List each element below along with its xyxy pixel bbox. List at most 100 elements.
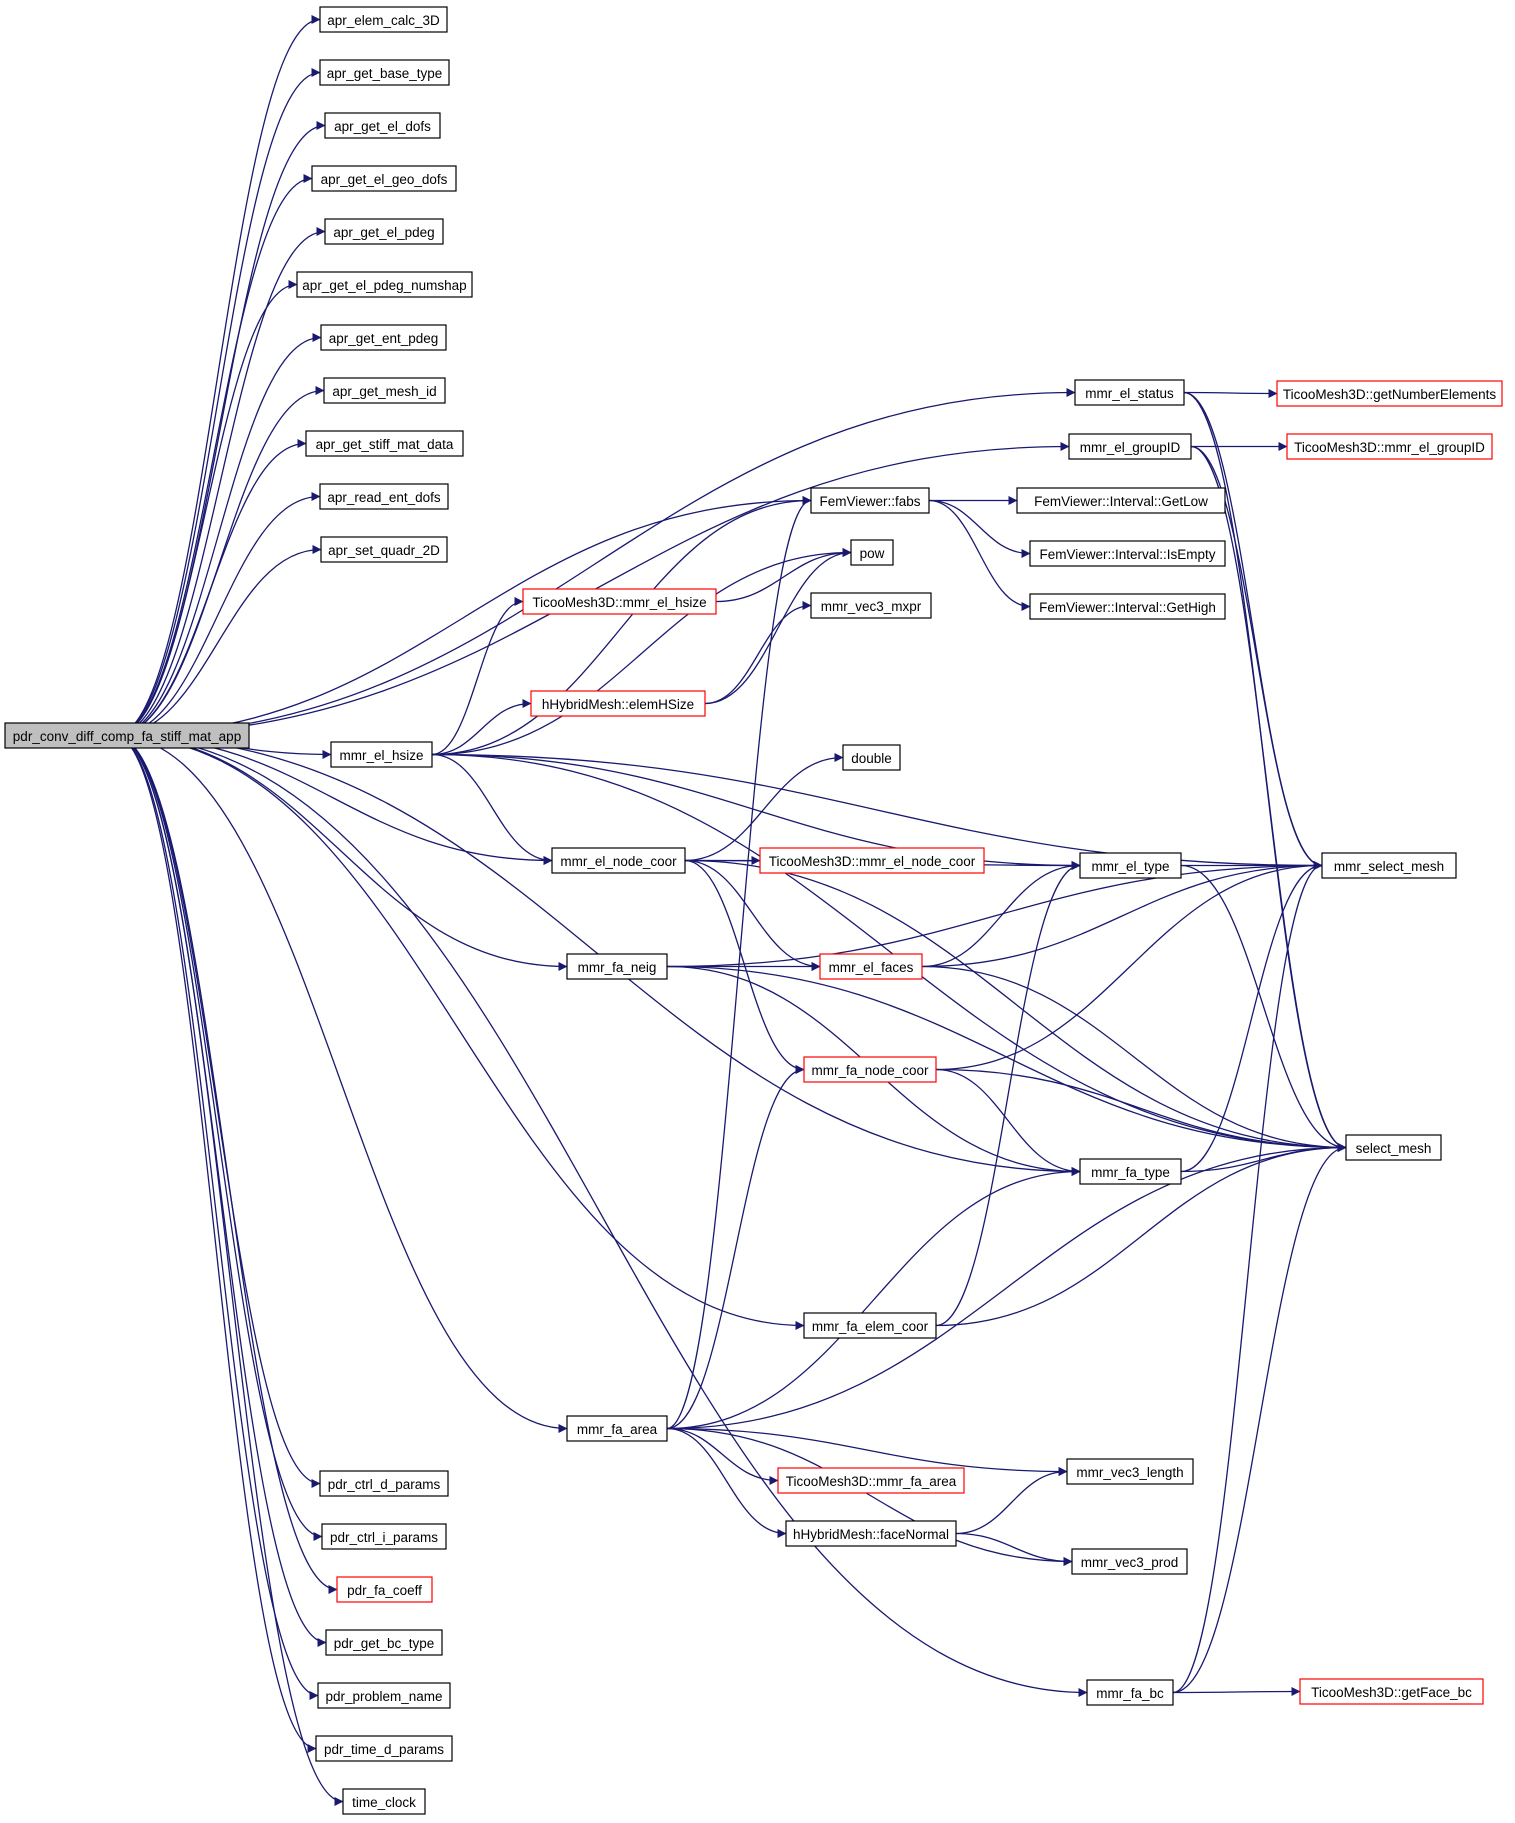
node-box: [810, 592, 932, 619]
node-mmr-select-mesh[interactable]: mmr_select_mesh: [1321, 852, 1457, 879]
edge-mmr-fa-area-to-fabs: [666, 496, 812, 1430]
node-apr-get-mesh-id[interactable]: apr_get_mesh_id: [323, 377, 446, 404]
node-interval-getlow[interactable]: FemViewer::Interval::GetLow: [1016, 487, 1226, 514]
node-mmr-vec3-prod[interactable]: mmr_vec3_prod: [1071, 1548, 1188, 1575]
node-box: [1079, 1158, 1182, 1185]
node-box: [777, 1467, 965, 1494]
node-apr-get-el-pdeg-numshap[interactable]: apr_get_el_pdeg_numshap: [296, 271, 473, 298]
node-mmr-fa-area[interactable]: mmr_fa_area: [566, 1415, 668, 1442]
node-ticoo-el-node-coor[interactable]: TicooMesh3D::mmr_el_node_coor: [759, 847, 985, 874]
edge-fabs-to-interval-gethigh: [928, 499, 1031, 611]
node-mmr-vec3-length[interactable]: mmr_vec3_length: [1066, 1458, 1194, 1485]
edge-root-to-pdr-fa-coeff: [114, 734, 338, 1594]
edge-root-to-pdr-time-d-params: [114, 734, 317, 1753]
node-pow[interactable]: pow: [850, 539, 894, 566]
node-apr-get-el-geo-dofs[interactable]: apr_get_el_geo_dofs: [311, 165, 457, 192]
node-mmr-fa-neig[interactable]: mmr_fa_neig: [566, 953, 668, 980]
node-ticoo-fa-area[interactable]: TicooMesh3D::mmr_fa_area: [777, 1467, 965, 1494]
edge-root-to-apr-get-el-pdeg: [114, 227, 326, 737]
node-box: [1074, 379, 1185, 406]
node-box: [323, 377, 446, 404]
node-pdr-ctrl-i-params[interactable]: pdr_ctrl_i_params: [321, 1523, 447, 1550]
node-apr-get-ent-pdeg[interactable]: apr_get_ent_pdeg: [320, 324, 447, 351]
node-root[interactable]: pdr_conv_diff_comp_fa_stiff_mat_app: [4, 722, 250, 749]
edge-root-to-mmr-fa-elem-coor: [114, 734, 805, 1330]
node-double[interactable]: double: [842, 744, 901, 771]
node-pdr-get-bc-type[interactable]: pdr_get_bc_type: [325, 1629, 443, 1656]
node-label: mmr_fa_bc: [1096, 1686, 1164, 1701]
node-ticoo-getnumberelements[interactable]: TicooMesh3D::getNumberElements: [1276, 380, 1503, 407]
edge-mmr-fa-neig-to-mmr-select-mesh: [666, 861, 1323, 968]
node-box: [1286, 433, 1493, 460]
node-label: apr_read_ent_dofs: [327, 490, 441, 505]
node-box: [1345, 1134, 1442, 1161]
node-label: mmr_el_type: [1091, 859, 1169, 874]
node-label: mmr_el_groupID: [1080, 440, 1181, 455]
node-label: hHybridMesh::faceNormal: [793, 1527, 949, 1542]
node-box: [1029, 593, 1226, 620]
node-box: [320, 536, 448, 563]
node-apr-set-quadr-2d[interactable]: apr_set_quadr_2D: [320, 536, 448, 563]
edge-mmr-el-hsize-to-hhybrid-elemhsize: [431, 699, 532, 756]
node-pdr-ctrl-d-params[interactable]: pdr_ctrl_d_params: [319, 1470, 449, 1497]
edge-fabs-to-interval-isempty: [928, 499, 1031, 558]
node-mmr-fa-bc[interactable]: mmr_fa_bc: [1086, 1679, 1174, 1706]
node-apr-get-base-type[interactable]: apr_get_base_type: [319, 59, 450, 86]
node-hhybrid-elemhsize[interactable]: hHybridMesh::elemHSize: [530, 690, 706, 717]
edge-mmr-el-node-coor-to-mmr-fa-node-coor: [684, 859, 805, 1074]
node-fabs[interactable]: FemViewer::fabs: [810, 487, 930, 514]
node-pdr-problem-name[interactable]: pdr_problem_name: [317, 1682, 451, 1709]
node-apr-get-stiff-mat-data[interactable]: apr_get_stiff_mat_data: [305, 430, 464, 457]
edge-mmr-el-faces-to-mmr-select-mesh: [921, 861, 1323, 968]
node-box: [530, 690, 706, 717]
node-label: mmr_vec3_prod: [1081, 1555, 1179, 1570]
node-box: [330, 741, 433, 768]
node-box: [319, 6, 448, 33]
node-ticoo-el-groupid[interactable]: TicooMesh3D::mmr_el_groupID: [1286, 433, 1493, 460]
edge-mmr-fa-area-to-hhybrid-facenormal: [666, 1427, 787, 1538]
node-label: apr_get_base_type: [327, 66, 443, 81]
node-label: apr_set_quadr_2D: [328, 543, 440, 558]
node-apr-elem-calc-3d[interactable]: apr_elem_calc_3D: [319, 6, 448, 33]
node-box: [1068, 433, 1192, 460]
node-mmr-el-faces[interactable]: mmr_el_faces: [819, 953, 923, 980]
node-label: mmr_el_node_coor: [560, 854, 677, 869]
edge-mmr-el-faces-to-select-mesh: [921, 965, 1347, 1152]
edge-root-to-pdr-get-bc-type: [114, 734, 327, 1647]
node-mmr-el-hsize[interactable]: mmr_el_hsize: [330, 741, 433, 768]
node-select-mesh[interactable]: select_mesh: [1345, 1134, 1442, 1161]
node-interval-isempty[interactable]: FemViewer::Interval::IsEmpty: [1029, 540, 1226, 567]
node-apr-get-el-dofs[interactable]: apr_get_el_dofs: [324, 112, 441, 139]
node-ticoo-getface-bc[interactable]: TicooMesh3D::getFace_bc: [1299, 1678, 1484, 1705]
node-mmr-vec3-mxpr[interactable]: mmr_vec3_mxpr: [810, 592, 932, 619]
node-mmr-el-status[interactable]: mmr_el_status: [1074, 379, 1185, 406]
node-time-clock[interactable]: time_clock: [342, 1788, 426, 1815]
edge-mmr-fa-node-coor-to-select-mesh: [935, 1068, 1347, 1152]
edge-mmr-el-status-to-mmr-select-mesh: [1183, 391, 1323, 870]
edge-root-to-fabs: [114, 496, 812, 737]
node-interval-gethigh[interactable]: FemViewer::Interval::GetHigh: [1029, 593, 1226, 620]
edge-mmr-fa-node-coor-to-mmr-fa-type: [935, 1068, 1081, 1176]
node-label: apr_get_el_dofs: [334, 119, 431, 134]
node-mmr-el-type[interactable]: mmr_el_type: [1079, 852, 1182, 879]
node-label: FemViewer::Interval::IsEmpty: [1039, 547, 1215, 562]
edge-mmr-fa-bc-to-ticoo-getface-bc: [1172, 1687, 1301, 1697]
node-mmr-fa-elem-coor[interactable]: mmr_fa_elem_coor: [803, 1312, 937, 1339]
node-mmr-fa-node-coor[interactable]: mmr_fa_node_coor: [803, 1056, 937, 1083]
node-mmr-fa-type[interactable]: mmr_fa_type: [1079, 1158, 1182, 1185]
node-label: mmr_el_hsize: [339, 748, 423, 763]
node-apr-read-ent-dofs[interactable]: apr_read_ent_dofs: [319, 483, 449, 510]
node-box: [319, 59, 450, 86]
node-box: [1299, 1678, 1484, 1705]
node-mmr-el-groupid[interactable]: mmr_el_groupID: [1068, 433, 1192, 460]
edge-mmr-fa-area-to-mmr-vec3-length: [666, 1427, 1068, 1476]
node-ticoo-el-hsize[interactable]: TicooMesh3D::mmr_el_hsize: [522, 588, 717, 615]
node-box: [850, 539, 894, 566]
node-mmr-el-node-coor[interactable]: mmr_el_node_coor: [551, 847, 686, 874]
edge-mmr-el-hsize-to-mmr-el-node-coor: [431, 753, 553, 865]
node-apr-get-el-pdeg[interactable]: apr_get_el_pdeg: [324, 218, 444, 245]
edge-root-to-apr-get-ent-pdeg: [114, 333, 322, 737]
node-pdr-fa-coeff[interactable]: pdr_fa_coeff: [336, 1576, 433, 1603]
node-pdr-time-d-params[interactable]: pdr_time_d_params: [315, 1735, 453, 1762]
node-hhybrid-facenormal[interactable]: hHybridMesh::faceNormal: [785, 1520, 957, 1547]
